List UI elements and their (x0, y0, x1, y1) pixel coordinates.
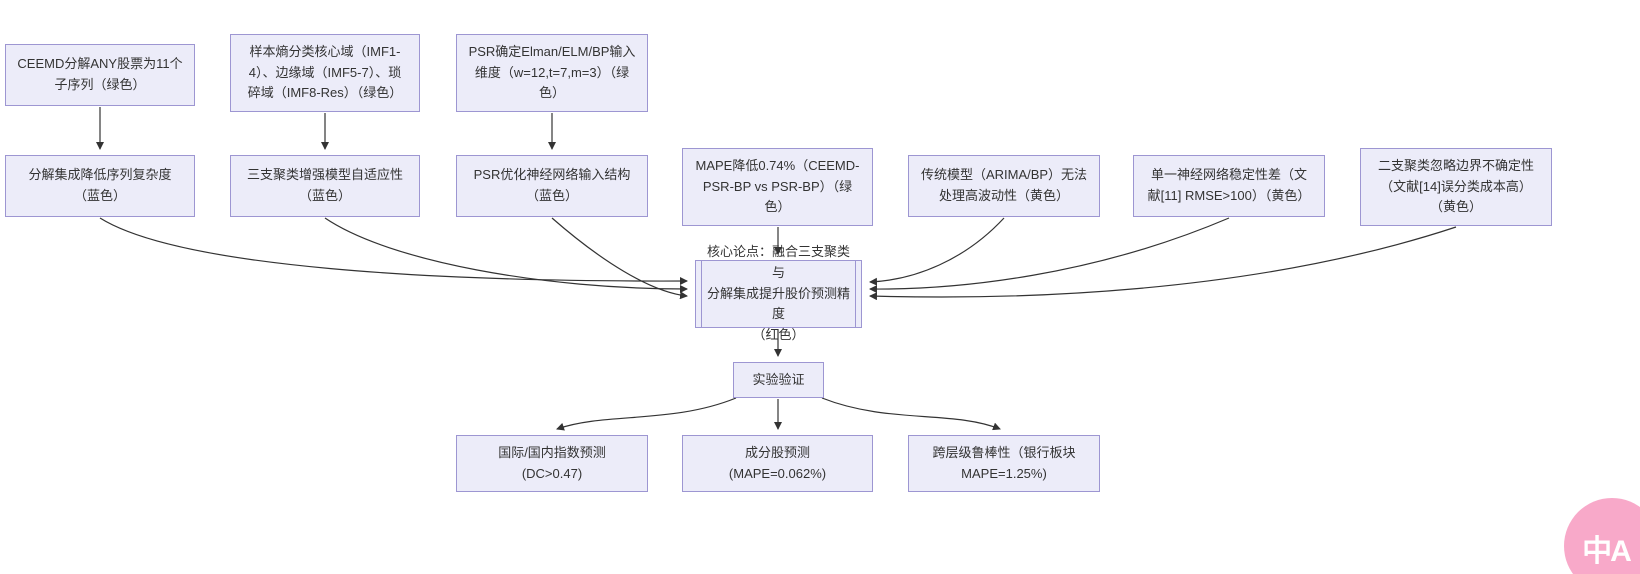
node-sample-entropy: 样本熵分类核心域（IMF1- 4）、边缘域（IMF5-7）、琐 碎域（IMF8-… (230, 34, 420, 112)
translate-floating-button[interactable]: 中A (1564, 498, 1640, 574)
node-index-prediction: 国际/国内指数预测 (DC>0.47) (456, 435, 648, 492)
node-single-nn: 单一神经网络稳定性差（文 献[11] RMSE>100）（黄色） (1133, 155, 1325, 217)
node-psr-structure: PSR优化神经网络输入结构 （蓝色） (456, 155, 648, 217)
node-core-thesis: 核心论点：融合三支聚类与 分解集成提升股价预测精度 （红色） (695, 244, 862, 342)
node-robustness: 跨层级鲁棒性（银行板块 MAPE=1.25%) (908, 435, 1100, 492)
node-mape-improvement-label: MAPE降低0.74%（CEEMD- PSR-BP vs PSR-BP）（绿 色… (695, 157, 860, 215)
node-traditional-model: 传统模型（ARIMA/BP）无法 处理高波动性（黄色） (908, 155, 1100, 217)
node-decomposition: 分解集成降低序列复杂度 （蓝色） (5, 155, 195, 217)
node-decomposition-label: 分解集成降低序列复杂度 （蓝色） (28, 167, 172, 203)
node-ceemd-label: CEEMD分解ANY股票为11个 子序列（绿色） (17, 56, 183, 92)
node-ceemd: CEEMD分解ANY股票为11个 子序列（绿色） (5, 44, 195, 106)
node-mape-improvement: MAPE降低0.74%（CEEMD- PSR-BP vs PSR-BP）（绿 色… (682, 148, 873, 226)
node-core-thesis-label: 核心论点：融合三支聚类与 分解集成提升股价预测精度 （红色） (706, 244, 850, 343)
node-psr-structure-label: PSR优化神经网络输入结构 （蓝色） (473, 167, 631, 203)
node-component-stock-prediction: 成分股预测 (MAPE=0.062%) (682, 435, 873, 492)
node-sample-entropy-label: 样本熵分类核心域（IMF1- 4）、边缘域（IMF5-7）、琐 碎域（IMF8-… (247, 43, 403, 101)
node-component-stock-prediction-label: 成分股预测 (MAPE=0.062%) (728, 444, 827, 481)
node-robustness-label: 跨层级鲁棒性（银行板块 MAPE=1.25%) (932, 444, 1076, 481)
node-three-way-clustering: 三支聚类增强模型自适应性 （蓝色） (230, 155, 420, 217)
node-single-nn-label: 单一神经网络稳定性差（文 献[11] RMSE>100）（黄色） (1147, 167, 1311, 203)
node-experiment-validation: 实验验证 (733, 362, 824, 398)
node-three-way-clustering-label: 三支聚类增强模型自适应性 （蓝色） (246, 167, 403, 203)
node-experiment-validation-label: 实验验证 (752, 371, 805, 387)
translate-icon: 中A (1582, 535, 1632, 568)
node-index-prediction-label: 国际/国内指数预测 (DC>0.47) (498, 444, 606, 481)
node-traditional-model-label: 传统模型（ARIMA/BP）无法 处理高波动性（黄色） (920, 167, 1088, 203)
node-psr-input: PSR确定Elman/ELM/BP输入 维度（w=12,t=7,m=3）（绿 色… (456, 34, 648, 112)
node-psr-input-label: PSR确定Elman/ELM/BP输入 维度（w=12,t=7,m=3）（绿 色… (468, 43, 636, 101)
node-two-way-clustering: 二支聚类忽略边界不确定性 （文献[14]误分类成本高） （黄色） (1360, 148, 1552, 226)
node-two-way-clustering-label: 二支聚类忽略边界不确定性 （文献[14]误分类成本高） （黄色） (1377, 157, 1534, 215)
